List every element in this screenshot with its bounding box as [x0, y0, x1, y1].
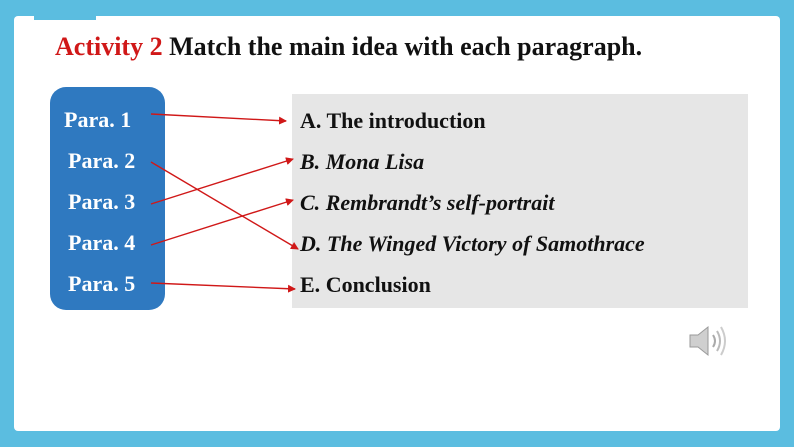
slide: Activity 2 Match the main idea with each… [14, 16, 780, 431]
speaker-icon[interactable] [686, 322, 728, 360]
match-line-4-c [150, 198, 294, 246]
activity-title: Activity 2 Match the main idea with each… [55, 32, 642, 62]
idea-e: E. Conclusion [300, 272, 431, 297]
paragraph-label-3: Para. 3 [68, 189, 136, 214]
main-idea-list: A. The introduction B. Mona Lisa C. Remb… [292, 94, 748, 308]
match-line-5-e [150, 282, 296, 293]
match-lines [150, 113, 299, 293]
match-line-2-d [150, 161, 299, 250]
activity-label: Activity 2 [55, 32, 163, 61]
activity-instruction: Match the main idea with each paragraph. [162, 32, 643, 61]
idea-b: B. Mona Lisa [300, 149, 425, 174]
idea-d: D. The Winged Victory of Samothrace [300, 231, 645, 256]
idea-c: C. Rembrandt’s self-portrait [300, 190, 555, 215]
match-line-1-a [150, 113, 287, 125]
paragraph-label-5: Para. 5 [68, 271, 136, 296]
paragraph-label-2: Para. 2 [68, 148, 136, 173]
match-line-3-b [150, 157, 294, 205]
decorative-line [34, 16, 96, 20]
idea-a: A. The introduction [300, 108, 486, 133]
paragraph-label-1: Para. 1 [64, 107, 132, 132]
paragraph-label-4: Para. 4 [68, 230, 136, 255]
paragraph-list: Para. 1 Para. 2 Para. 3 Para. 4 Para. 5 [50, 87, 165, 310]
